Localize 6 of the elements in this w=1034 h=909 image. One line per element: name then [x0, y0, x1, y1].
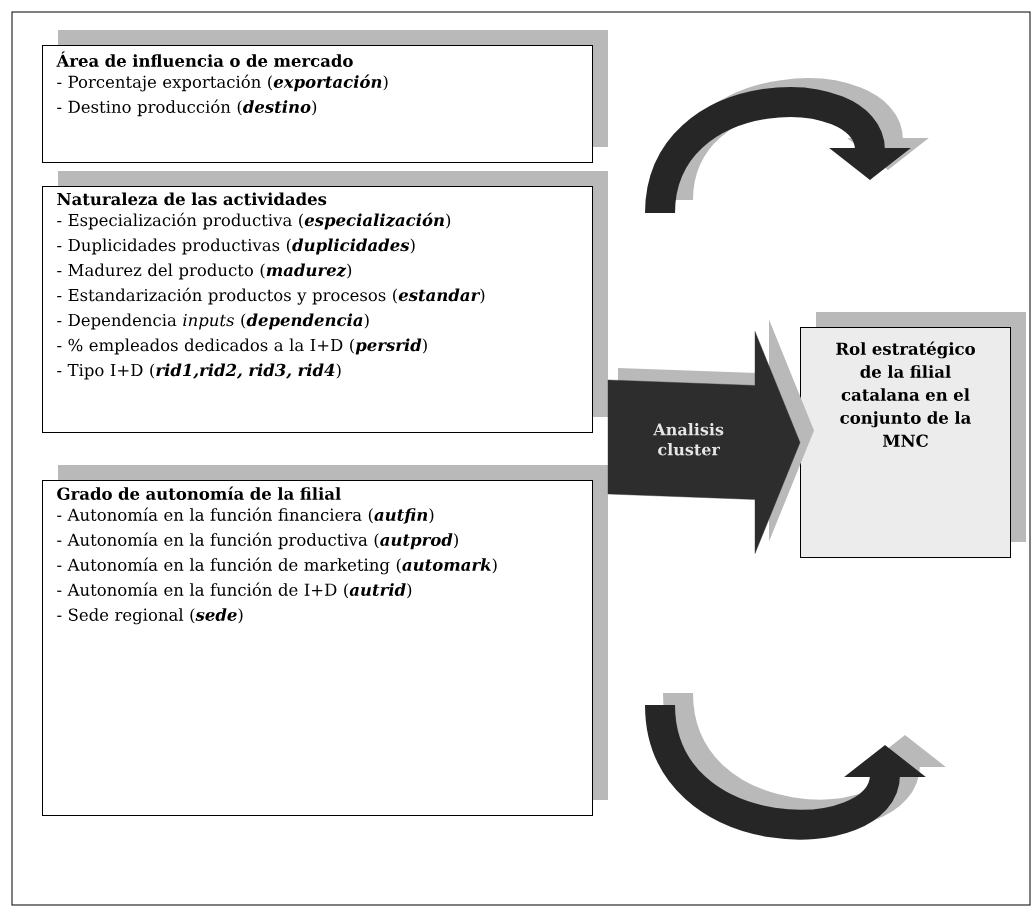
result-box: Rol estratégico de la filial catalana en el conjunto de la MNC	[800, 312, 1026, 558]
text-box: Grado de autonomía de la filial - Autonomía en la función financiera (autfin) - Autonomía en la función productiva (autprod) - Autonomía en la función de marketing (automark) - Autonomía en la función de I+D (autrid) - Sede regional (sede)	[42, 465, 608, 816]
text-box: Naturaleza de las actividades - Especialización productiva (especialización) - Duplicidades productivas (duplicidades) - Madurez del producto (madurez) - Estandarización productos y procesos (estandar) - Dependencia inputs (dependencia) - % empleados dedicados a la I+D (persrid) - Tipo I+D (rid1,rid2, rid3, rid4)	[42, 171, 608, 433]
text-box: Área de influencia o de mercado - Porcentaje exportación (exportación) - Destino producción (destino)	[42, 30, 608, 163]
edge-label: Analisis cluster	[653, 423, 724, 456]
block-arrow	[607, 319, 814, 554]
